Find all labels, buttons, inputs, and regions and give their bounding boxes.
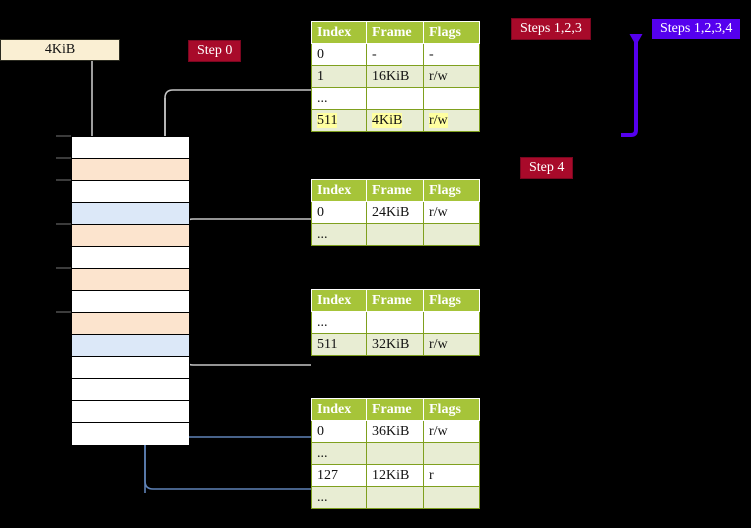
memory-frame-row — [72, 225, 189, 247]
memory-frame-row — [72, 357, 189, 379]
column-header: Index — [311, 21, 367, 44]
table-cell — [366, 311, 424, 334]
table-cell: 127 — [311, 464, 367, 487]
table-cell: 24KiB — [366, 201, 424, 224]
memory-frame-row — [72, 401, 189, 423]
memory-size-label: 4KiB — [44, 42, 76, 57]
table-cell: r/w — [423, 65, 480, 88]
table-cell: r — [423, 464, 480, 487]
table-cell: - — [366, 43, 424, 66]
table-cell: 0 — [311, 201, 367, 224]
table-cell: r/w — [423, 420, 480, 443]
memory-frame-row — [72, 159, 189, 181]
table-cell — [366, 223, 424, 246]
badge-steps-1234: Steps 1,2,3,4 — [652, 19, 741, 39]
column-header: Frame — [366, 21, 424, 44]
table-cell: ... — [311, 486, 367, 509]
memory-frame-row — [72, 379, 189, 401]
table-cell: r/w — [423, 201, 480, 224]
memory-frame-row — [72, 181, 189, 203]
memory-frame-row — [72, 137, 189, 159]
table-cell — [423, 486, 480, 509]
memory-frame-row — [72, 247, 189, 269]
table-cell: 0 — [311, 43, 367, 66]
column-header: Index — [311, 179, 367, 202]
table-cell: - — [423, 43, 480, 66]
table-cell: ... — [311, 87, 367, 110]
column-header: Flags — [423, 398, 480, 421]
memory-frame-row — [72, 269, 189, 291]
table-cell — [366, 87, 424, 110]
column-header: Index — [311, 398, 367, 421]
table-row: ... — [311, 486, 480, 509]
table-cell: ... — [311, 311, 367, 334]
memory-size-box: 4KiB — [0, 39, 120, 61]
table-cell: 1 — [311, 65, 367, 88]
column-header: Flags — [423, 289, 480, 312]
memory-frame-row — [72, 291, 189, 313]
table-cell: 4KiB — [366, 109, 424, 132]
memory-frame-row — [72, 313, 189, 335]
table-cell — [423, 87, 480, 110]
table-cell: 36KiB — [366, 420, 424, 443]
table-row: ... — [311, 311, 480, 334]
table-row: ... — [311, 223, 480, 246]
badge-step-0: Step 0 — [189, 41, 241, 61]
badge-step-4: Step 4 — [521, 158, 573, 178]
table-cell — [423, 311, 480, 334]
table-cell — [366, 486, 424, 509]
table-cell: 32KiB — [366, 333, 424, 356]
table-cell — [423, 223, 480, 246]
table-cell — [366, 442, 424, 465]
badge-steps-123: Steps 1,2,3 — [512, 19, 590, 39]
physical-memory-grid — [71, 136, 190, 445]
table-cell: ... — [311, 442, 367, 465]
table-cell: 511 — [311, 333, 367, 356]
purple-loop-arrow — [621, 34, 643, 137]
column-header: Flags — [423, 179, 480, 202]
table-cell: 16KiB — [366, 65, 424, 88]
table-cell: 0 — [311, 420, 367, 443]
column-header: Frame — [366, 398, 424, 421]
table-row: 0-- — [311, 43, 480, 66]
column-header: Frame — [366, 179, 424, 202]
column-header: Index — [311, 289, 367, 312]
memory-frame-row — [72, 335, 189, 357]
memory-frame-row — [72, 203, 189, 225]
table-cell: r/w — [423, 333, 480, 356]
table-cell — [423, 442, 480, 465]
column-header: Flags — [423, 21, 480, 44]
table-cell: ... — [311, 223, 367, 246]
table-row: ... — [311, 87, 480, 110]
table-row: ... — [311, 442, 480, 465]
table-cell: 511 — [311, 109, 367, 132]
table-cell: 12KiB — [366, 464, 424, 487]
memory-frame-row — [72, 423, 189, 445]
column-header: Frame — [366, 289, 424, 312]
table-cell: r/w — [423, 109, 480, 132]
